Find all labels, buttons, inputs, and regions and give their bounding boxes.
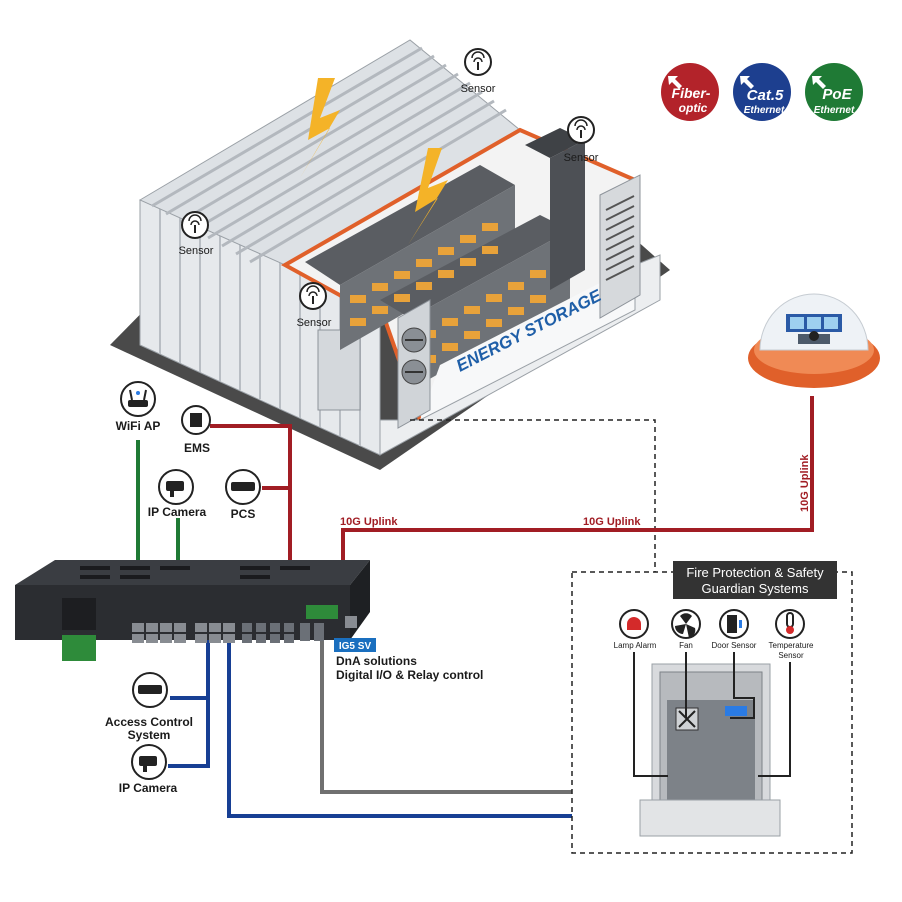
- sensor-label: Sensor: [179, 245, 214, 257]
- svg-text:PCS: PCS: [231, 507, 256, 521]
- fire-protection-area: Fire Protection & Safety Guardian System…: [571, 561, 853, 854]
- svg-text:Access Control: Access Control: [105, 715, 193, 729]
- arrow-icon: [740, 76, 754, 89]
- energy-storage-container: ENERGY STORAGE: [110, 39, 670, 470]
- rj45-ports: [132, 623, 235, 643]
- svg-text:IP Camera: IP Camera: [148, 505, 207, 519]
- fire-control-cabinet: [639, 663, 781, 837]
- sensor-label: Sensor: [297, 317, 332, 329]
- relay-terminal: [306, 605, 338, 619]
- sfp-ports: [242, 623, 324, 643]
- fiber-link-ems: [210, 424, 292, 615]
- svg-text:Fan: Fan: [679, 641, 693, 650]
- router-icon: [128, 400, 148, 407]
- hvac-unit: [599, 174, 641, 319]
- sensor-label: Sensor: [564, 152, 599, 164]
- svg-text:Temperature: Temperature: [769, 641, 814, 650]
- svg-text:Fiber-: Fiber-: [672, 85, 711, 101]
- power-terminal: [62, 635, 96, 661]
- sensor-node: Sensor: [564, 116, 599, 164]
- svg-text:Ethernet: Ethernet: [744, 105, 785, 116]
- door-sensor: Door Sensor: [712, 609, 757, 650]
- fan: Fan: [671, 609, 701, 650]
- access-control-icon: [138, 685, 162, 694]
- svg-text:EMS: EMS: [184, 441, 210, 455]
- svg-text:Sensor: Sensor: [778, 651, 804, 660]
- dashed-link: [410, 419, 656, 572]
- alarm-lamp-icon: [627, 617, 641, 630]
- switch-feature: DnA solutions: [336, 654, 417, 668]
- fire-title: Guardian Systems: [702, 581, 809, 596]
- ethernet-link-camera: [168, 698, 210, 768]
- svg-text:IP Camera: IP Camera: [119, 781, 178, 795]
- relay-link: [320, 640, 572, 794]
- sensor-node: Sensor: [297, 282, 332, 329]
- ethernet-link-fire: [227, 640, 572, 818]
- model-label: IG5 SV: [339, 641, 372, 652]
- lightning-icon: [300, 78, 340, 178]
- badge-cat5-ethernet: Cat.5 Ethernet: [733, 63, 791, 121]
- svg-text:Lamp Alarm: Lamp Alarm: [614, 641, 657, 650]
- ip-camera-bottom: IP Camera: [119, 744, 178, 795]
- ip-camera-top: IP Camera: [148, 469, 207, 519]
- badge-poe-ethernet: PoE Ethernet: [805, 63, 863, 121]
- svg-text:Ethernet: Ethernet: [814, 105, 855, 116]
- pcs: PCS: [225, 469, 261, 521]
- temperature-sensor: Temperature Sensor: [769, 609, 814, 660]
- svg-text:WiFi AP: WiFi AP: [116, 419, 161, 433]
- battery-racks: [305, 128, 585, 390]
- lamp-alarm: Lamp Alarm: [614, 609, 657, 650]
- container-door: [317, 329, 361, 411]
- svg-text:PoE: PoE: [822, 86, 852, 103]
- cooling-fans: [397, 299, 431, 429]
- server-icon: [190, 413, 202, 427]
- model-tag: [334, 638, 376, 652]
- uplink-label: 10G Uplink: [583, 516, 641, 528]
- camera-icon: [139, 756, 157, 766]
- switch-feature: Digital I/O & Relay control: [336, 668, 483, 682]
- access-control-system: Access Control System: [105, 672, 193, 742]
- svg-text:optic: optic: [679, 101, 708, 115]
- sensor-node: Sensor: [461, 48, 496, 95]
- ems: EMS: [181, 405, 211, 455]
- svg-text:Cat.5: Cat.5: [747, 87, 784, 104]
- pcs-icon: [231, 482, 255, 491]
- operator-icon: [809, 331, 819, 341]
- camera-icon: [166, 481, 184, 491]
- ethernet-link-access: [170, 640, 210, 700]
- uplink-label: 10G Uplink: [799, 454, 811, 512]
- fan-icon: [675, 613, 696, 638]
- svg-text:Door Sensor: Door Sensor: [712, 641, 757, 650]
- control-center-dome: [748, 293, 880, 388]
- svg-text:System: System: [128, 728, 171, 742]
- uplink-label: 10G Uplink: [340, 516, 398, 528]
- sensor-label: Sensor: [461, 83, 496, 95]
- badge-fiber-optic: Fiber- optic: [661, 63, 719, 121]
- arrow-icon: [812, 76, 826, 89]
- sensor-node: Sensor: [179, 211, 214, 257]
- lightning-icon: [408, 148, 448, 245]
- arrow-icon: [668, 76, 682, 89]
- fire-title: Fire Protection & Safety: [686, 565, 824, 580]
- door-icon: [727, 615, 737, 633]
- wifi-ap: WiFi AP: [116, 381, 161, 433]
- industrial-switch: IG5 SV DnA solutions Digital I/O & Relay…: [15, 560, 483, 682]
- fire-title-box: [673, 561, 837, 599]
